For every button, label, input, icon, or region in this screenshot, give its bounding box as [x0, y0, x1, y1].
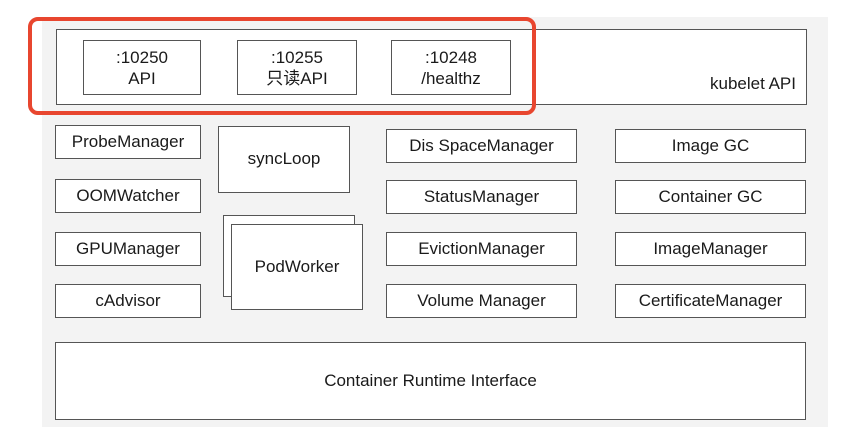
container-gc-box: Container GC [615, 180, 806, 214]
api-port-10250-number: :10250 [116, 47, 168, 67]
api-highlight-frame [28, 17, 536, 115]
disk-space-manager-box: Dis SpaceManager [386, 129, 577, 163]
cadvisor-box: cAdvisor [55, 284, 201, 318]
api-port-10250-box: :10250 API [83, 40, 201, 95]
api-port-10255-label: 只读API [266, 68, 328, 88]
api-port-10248-number: :10248 [425, 47, 477, 67]
oom-watcher-box: OOMWatcher [55, 179, 201, 213]
api-port-10248-box: :10248 /healthz [391, 40, 511, 95]
volume-manager-box: Volume Manager [386, 284, 577, 318]
pod-worker-box: PodWorker [231, 224, 363, 310]
api-port-10255-box: :10255 只读API [237, 40, 357, 95]
image-manager-box: ImageManager [615, 232, 806, 266]
gpu-manager-box: GPUManager [55, 232, 201, 266]
sync-loop-box: syncLoop [218, 126, 350, 193]
api-port-10248-label: /healthz [421, 68, 481, 88]
api-port-10255-number: :10255 [271, 47, 323, 67]
certificate-manager-box: CertificateManager [615, 284, 806, 318]
status-manager-box: StatusManager [386, 180, 577, 214]
image-gc-box: Image GC [615, 129, 806, 163]
probe-manager-box: ProbeManager [55, 125, 201, 159]
container-runtime-interface-box: Container Runtime Interface [55, 342, 806, 420]
kubelet-api-label: kubelet API [709, 74, 796, 93]
api-port-10250-label: API [128, 68, 156, 88]
eviction-manager-box: EvictionManager [386, 232, 577, 266]
